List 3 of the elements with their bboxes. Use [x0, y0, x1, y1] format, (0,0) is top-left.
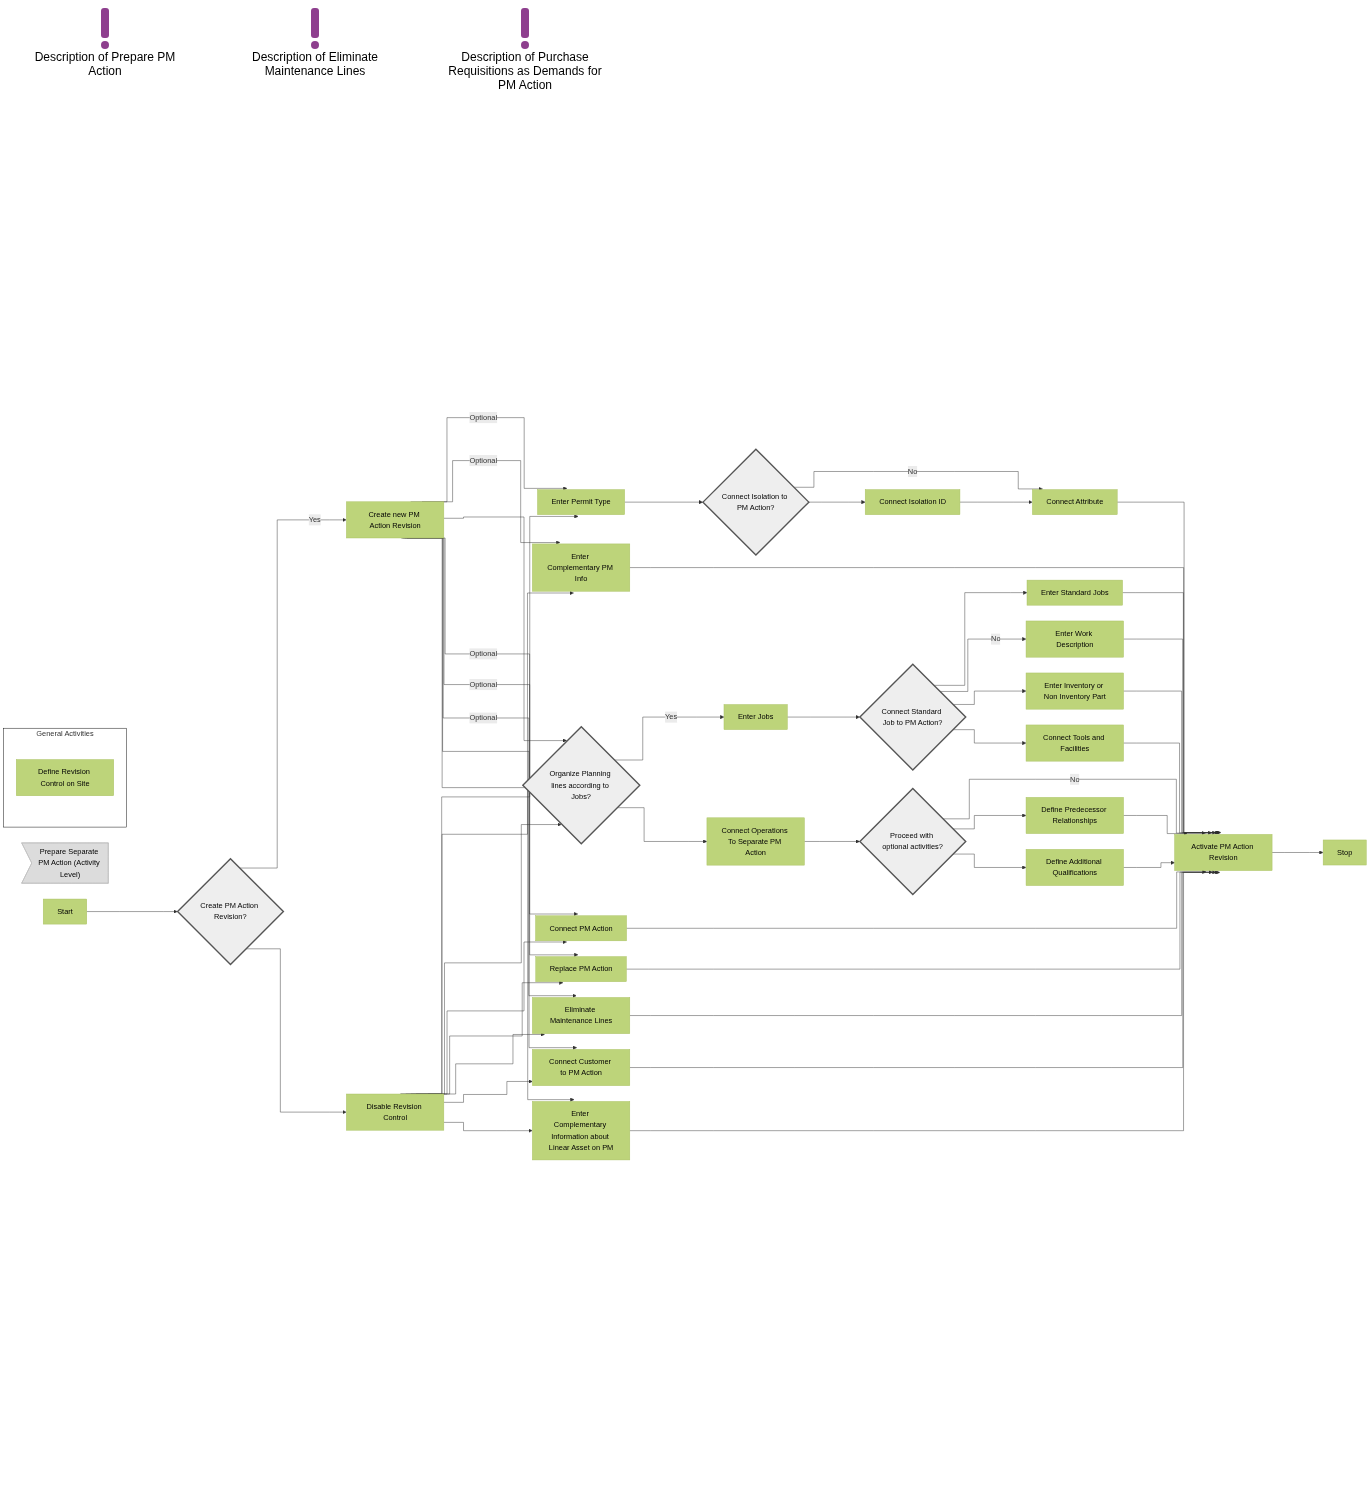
note-text: Description of Prepare PM Action	[33, 50, 177, 78]
note-text: Description of Purchase Requisitions as Demands for PM Action	[447, 50, 603, 92]
note-text: Description of Eliminate Maintenance Lines	[250, 50, 380, 78]
